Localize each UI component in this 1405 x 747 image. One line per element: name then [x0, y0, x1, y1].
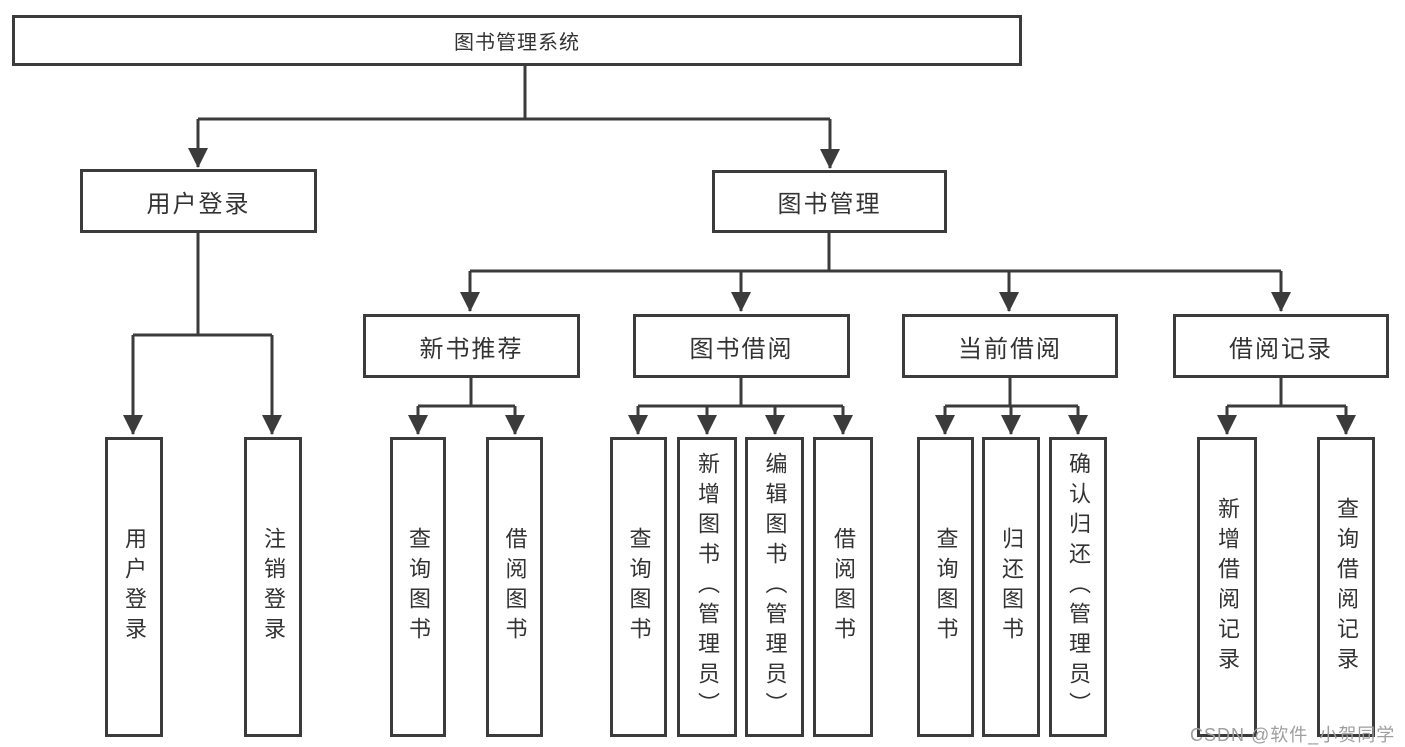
- node-book-borrow: 图书借阅: [633, 314, 850, 378]
- node-book-management-label: 图书管理: [777, 191, 882, 218]
- leaf-records-add-record: 新增借阅记录: [1197, 437, 1257, 737]
- node-user-login: 用户登录: [80, 169, 317, 233]
- leaf-logout-label: 注销登录: [261, 527, 286, 647]
- leaf-newbook-query-books: 查询图书: [390, 437, 446, 737]
- leaf-borrow-add-books-admin-label: 新增图书（管理员）: [695, 452, 720, 722]
- leaf-user-login-label: 用户登录: [122, 527, 147, 647]
- leaf-records-query-record-label: 查询借阅记录: [1334, 497, 1359, 677]
- leaf-current-return-books-label: 归还图书: [999, 527, 1024, 647]
- node-borrow-records: 借阅记录: [1173, 314, 1389, 378]
- leaf-current-return-books: 归还图书: [982, 437, 1040, 737]
- leaf-records-query-record: 查询借阅记录: [1317, 437, 1375, 737]
- leaf-borrow-edit-books-admin-label: 编辑图书（管理员）: [762, 452, 788, 722]
- node-new-book-recommend: 新书推荐: [363, 314, 580, 378]
- leaf-borrow-add-books-admin: 新增图书（管理员）: [677, 437, 737, 737]
- leaf-borrow-query-books: 查询图书: [610, 437, 667, 737]
- node-root-label: 图书管理系统: [454, 32, 580, 54]
- connector-shafts: [133, 66, 1346, 408]
- node-root-system: 图书管理系统: [12, 15, 1022, 66]
- leaf-records-add-record-label: 新增借阅记录: [1215, 497, 1240, 677]
- leaf-current-confirm-return-admin: 确认归还（管理员）: [1049, 437, 1107, 737]
- node-new-book-recommend-label: 新书推荐: [419, 335, 524, 363]
- node-current-borrow-label: 当前借阅: [958, 335, 1062, 363]
- leaf-borrow-borrow-books: 借阅图书: [813, 437, 873, 737]
- node-book-borrow-label: 图书借阅: [689, 335, 794, 363]
- node-book-management: 图书管理: [712, 170, 947, 233]
- leaf-newbook-borrow-books: 借阅图书: [486, 437, 543, 737]
- leaf-newbook-borrow-books-label: 借阅图书: [502, 527, 528, 647]
- leaf-newbook-query-books-label: 查询图书: [406, 527, 431, 647]
- leaf-current-query-books-label: 查询图书: [933, 527, 959, 647]
- leaf-logout: 注销登录: [244, 437, 302, 737]
- leaf-user-login: 用户登录: [105, 437, 163, 737]
- node-current-borrow: 当前借阅: [902, 314, 1118, 378]
- csdn-watermark: CSDN @软件_小贺同学: [1190, 725, 1396, 745]
- node-user-login-label: 用户登录: [146, 190, 251, 218]
- leaf-borrow-edit-books-admin: 编辑图书（管理员）: [745, 437, 804, 737]
- node-borrow-records-label: 借阅记录: [1229, 335, 1333, 363]
- leaf-current-query-books: 查询图书: [917, 437, 974, 737]
- leaf-borrow-borrow-books-label: 借阅图书: [831, 527, 856, 647]
- leaf-current-confirm-return-admin-label: 确认归还（管理员）: [1066, 452, 1091, 722]
- leaf-borrow-query-books-label: 查询图书: [626, 527, 652, 647]
